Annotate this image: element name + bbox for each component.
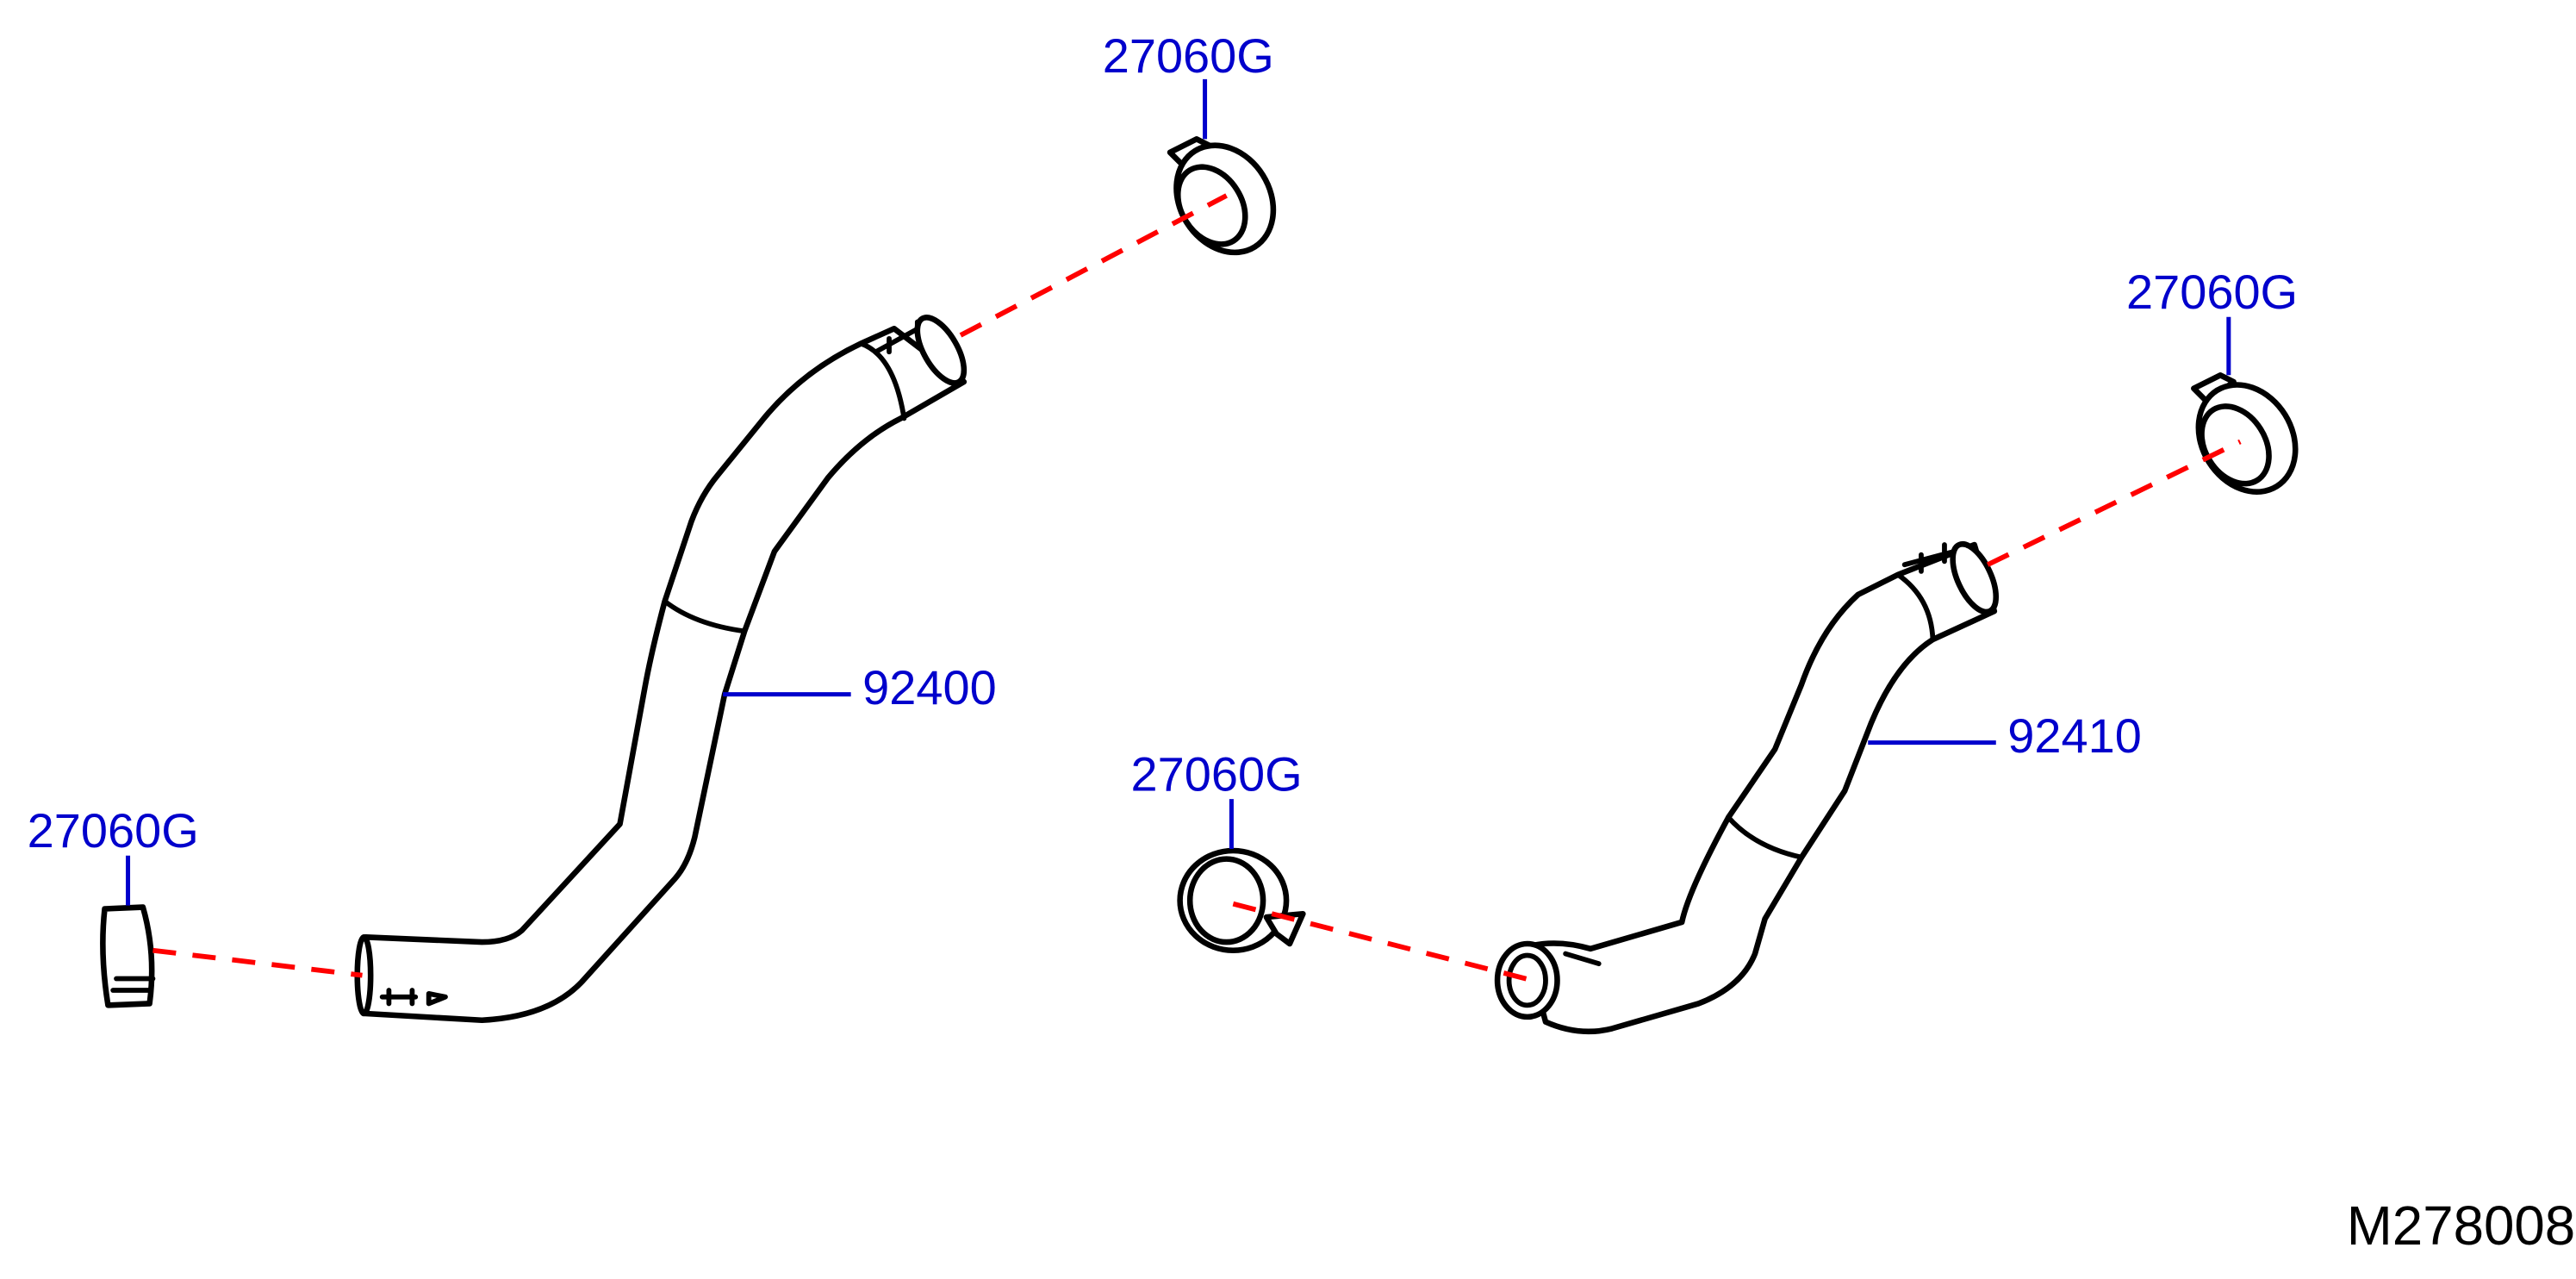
clamp-27060g-top-right	[2191, 372, 2299, 495]
axis-top-right	[1986, 439, 2242, 567]
axis-top-left	[959, 193, 1228, 338]
hose-92400	[354, 315, 968, 1024]
drawing-code: M278008L	[2347, 1195, 2576, 1257]
assembly-axes	[152, 193, 2242, 983]
label-hose-92400: 92400	[862, 660, 997, 714]
axis-left	[152, 947, 363, 978]
clamp-27060g-middle	[1177, 847, 1306, 954]
label-hose-92410: 92410	[2007, 708, 2142, 763]
clamp-27060g-left	[100, 904, 156, 1008]
label-clamp-middle: 27060G	[1131, 747, 1303, 802]
leader-lines	[126, 78, 2231, 906]
label-clamp-top-right: 27060G	[2126, 265, 2298, 319]
axis-middle	[1232, 901, 1534, 983]
label-clamp-top-left: 27060G	[1103, 28, 1274, 83]
label-clamp-left: 27060G	[28, 803, 199, 858]
hose-92410	[1494, 541, 2000, 1035]
part-labels: 27060G 27060G 27060G 27060G 92400 92410	[28, 28, 2298, 858]
